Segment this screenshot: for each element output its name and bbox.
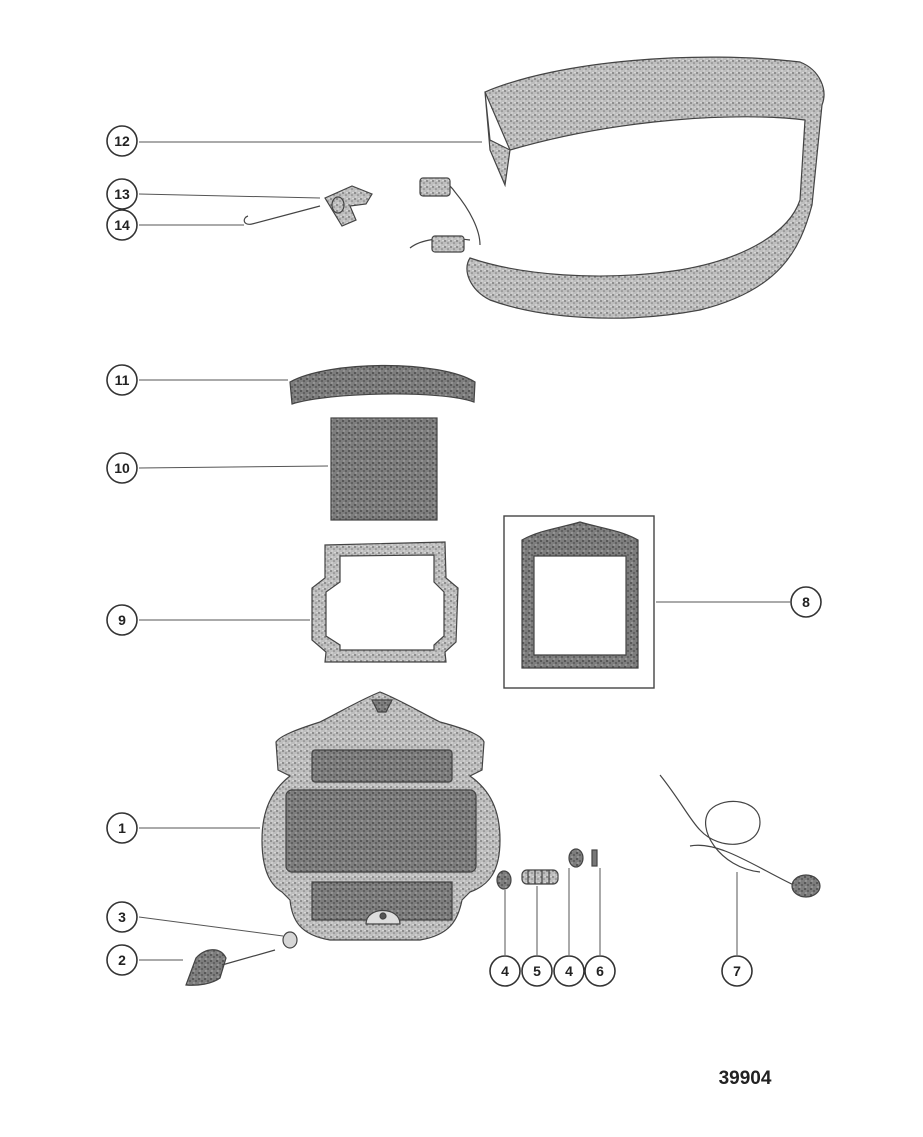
knob-screw-part [185, 949, 276, 986]
svg-text:7: 7 [733, 963, 741, 979]
leader-3 [138, 916, 284, 937]
leader-10 [138, 465, 329, 469]
clip-part [324, 185, 373, 227]
gasket-part [311, 541, 459, 663]
small-pin-part [591, 849, 598, 867]
washer-left-part [496, 870, 512, 890]
callout-4b: 4 [553, 955, 585, 987]
pin-part [243, 205, 321, 225]
svg-text:13: 13 [114, 186, 130, 202]
callout-11: 11 [106, 364, 138, 396]
callout-10: 10 [106, 452, 138, 484]
svg-text:8: 8 [802, 594, 810, 610]
spring-part [521, 869, 559, 885]
cable-part [659, 774, 821, 898]
callout-8: 8 [790, 586, 822, 618]
leader-lines [138, 141, 790, 961]
callout-13: 13 [106, 178, 138, 210]
svg-text:11: 11 [115, 372, 130, 388]
svg-text:4: 4 [501, 963, 509, 979]
callout-3: 3 [106, 901, 138, 933]
callout-6: 6 [584, 955, 616, 987]
callout-9: 9 [106, 604, 138, 636]
svg-text:6: 6 [596, 963, 604, 979]
svg-text:4: 4 [565, 963, 573, 979]
callout-1: 1 [106, 812, 138, 844]
svg-text:10: 10 [114, 460, 130, 476]
callout-4a: 4 [489, 955, 521, 987]
callout-5: 5 [521, 955, 553, 987]
housing-part [261, 691, 501, 941]
callout-2: 2 [106, 944, 138, 976]
svg-text:2: 2 [118, 952, 126, 968]
leader-13 [138, 193, 321, 199]
washer-part [282, 931, 298, 949]
svg-text:5: 5 [533, 963, 541, 979]
svg-text:12: 12 [114, 133, 130, 149]
filter-element-part [330, 417, 438, 521]
figure-number: 39904 [718, 1068, 772, 1089]
svg-text:9: 9 [118, 612, 126, 628]
svg-text:3: 3 [118, 909, 126, 925]
washer-right-part [568, 848, 584, 868]
frame-gasket-part [503, 515, 655, 689]
callout-14: 14 [106, 209, 138, 241]
svg-text:14: 14 [114, 217, 130, 233]
belt-part [409, 56, 825, 319]
callout-7: 7 [721, 955, 753, 987]
top-pad-part [289, 364, 476, 405]
svg-text:1: 1 [118, 820, 126, 836]
callout-12: 12 [106, 125, 138, 157]
